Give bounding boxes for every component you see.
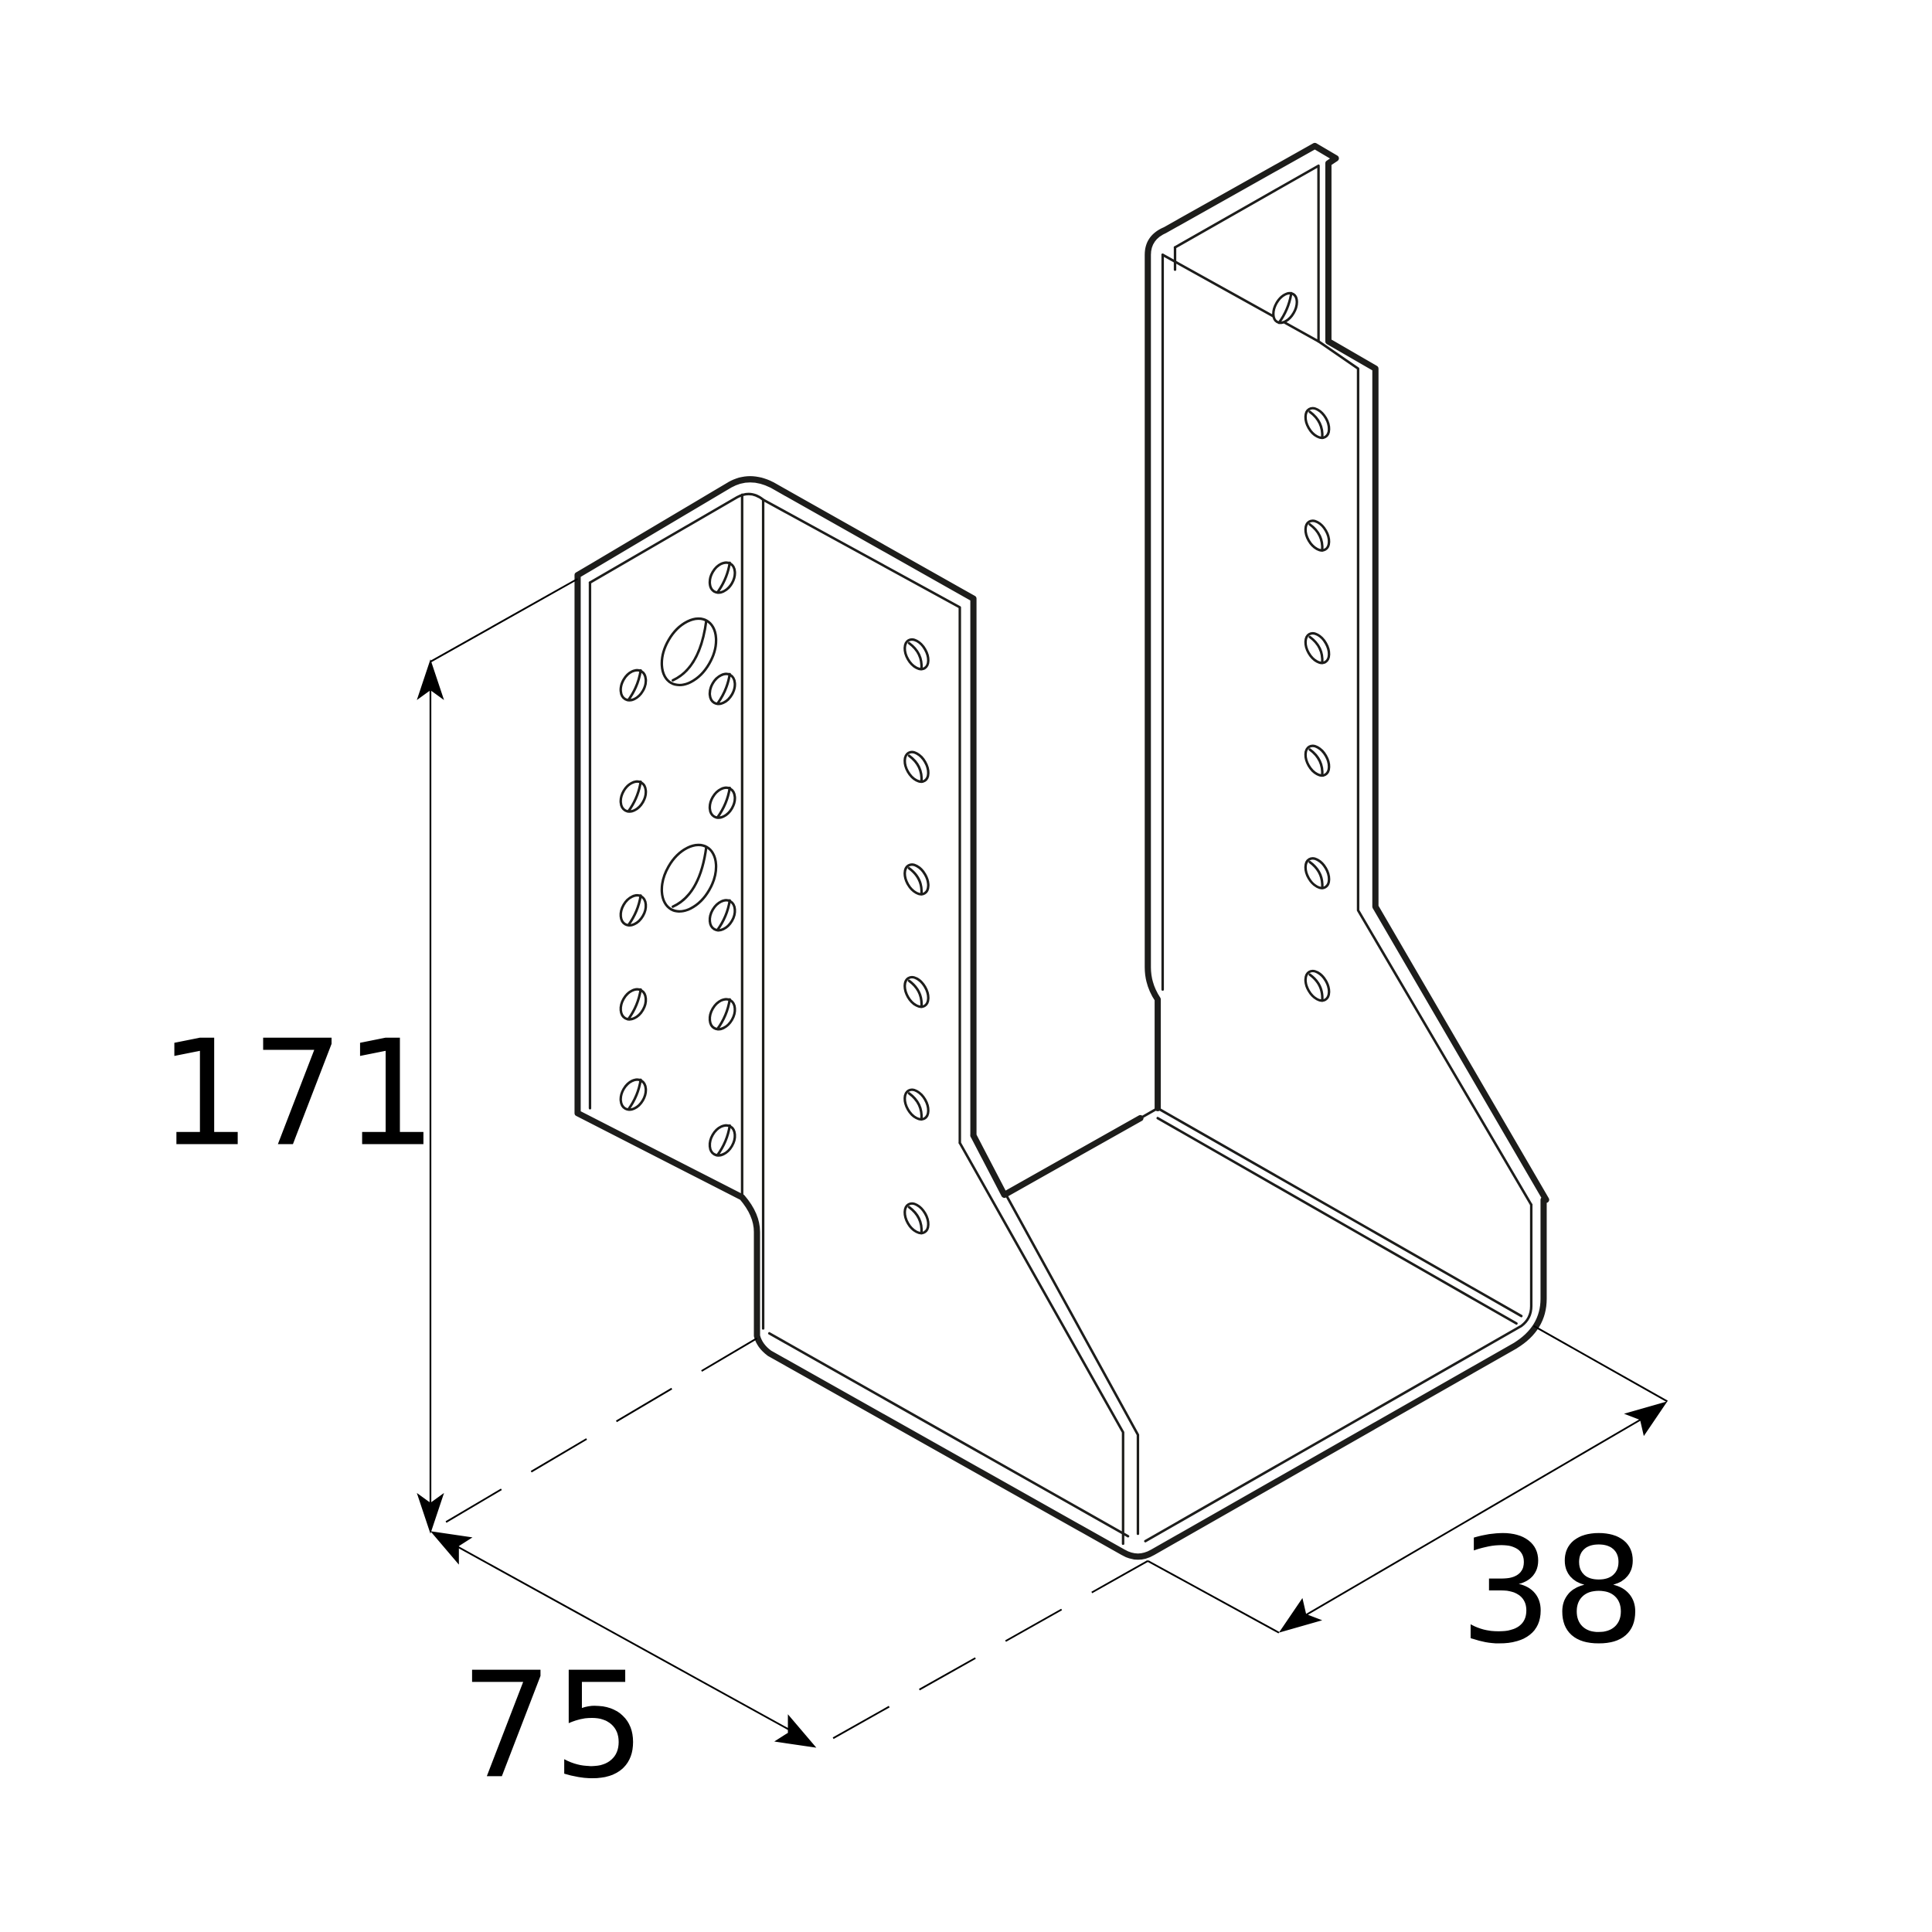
hole xyxy=(619,1078,648,1111)
hole xyxy=(1304,744,1331,777)
hole xyxy=(1304,857,1331,889)
hole xyxy=(1304,969,1331,1002)
hole xyxy=(708,561,736,594)
hole xyxy=(708,998,736,1031)
hole xyxy=(619,780,648,813)
dimension-75 xyxy=(430,1337,1148,1749)
hole xyxy=(903,638,930,671)
large-hole xyxy=(660,843,718,913)
height-label: 171 xyxy=(158,1009,437,1179)
right-flange xyxy=(1145,142,1549,1206)
hanger-body xyxy=(753,1107,1547,1560)
hole xyxy=(1272,291,1298,325)
hole xyxy=(619,988,648,1021)
left-flange xyxy=(574,476,977,1332)
hole xyxy=(619,893,648,927)
depth-label: 38 xyxy=(1460,1506,1645,1676)
hole xyxy=(619,668,648,702)
hole xyxy=(903,1088,930,1121)
hole xyxy=(708,786,736,819)
hole xyxy=(1304,519,1331,552)
hole xyxy=(708,672,736,706)
hole xyxy=(903,975,930,1009)
hole xyxy=(903,863,930,896)
dimension-171 xyxy=(417,578,578,1534)
hole xyxy=(708,899,736,932)
hole xyxy=(903,750,930,784)
hole xyxy=(708,1124,736,1157)
hole xyxy=(1304,406,1331,440)
width-label: 75 xyxy=(460,1641,645,1811)
fastener-holes xyxy=(619,291,1331,1235)
hole xyxy=(903,1202,930,1235)
large-hole xyxy=(660,617,718,687)
hole xyxy=(1304,631,1331,665)
dimension-38 xyxy=(1147,1325,1668,1634)
